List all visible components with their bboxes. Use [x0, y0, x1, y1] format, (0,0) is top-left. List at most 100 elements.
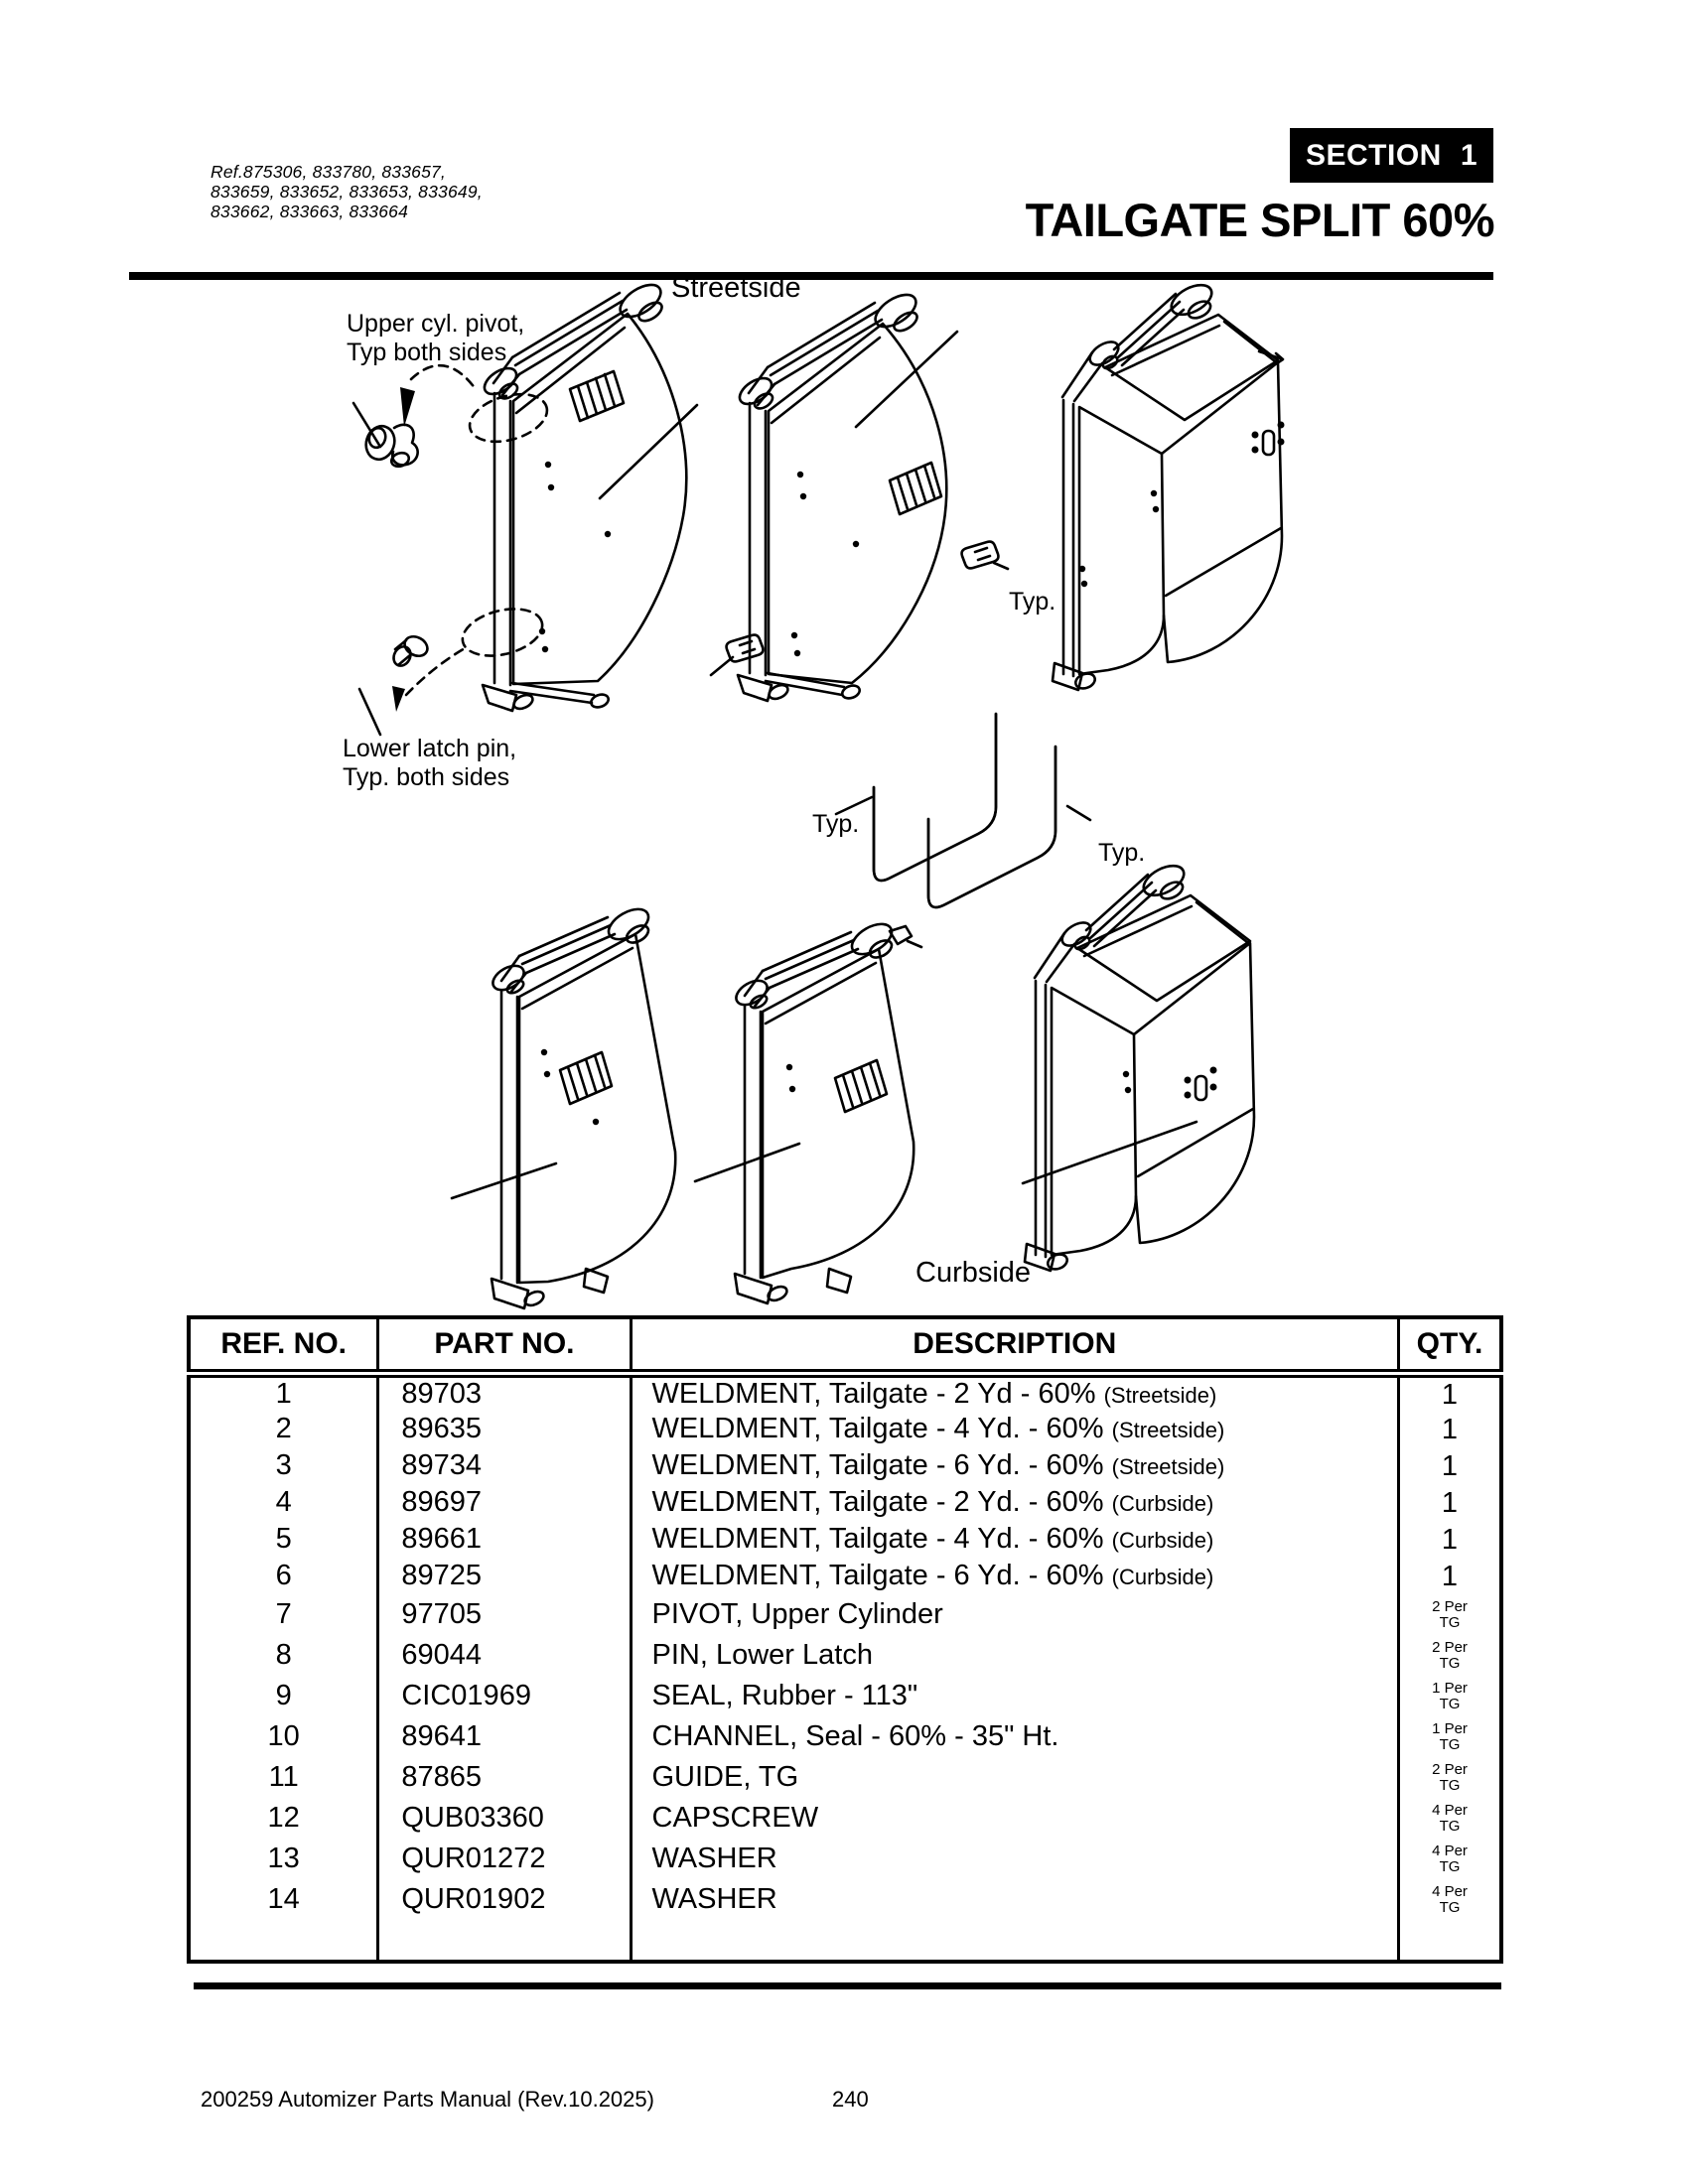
- section-badge-label: SECTION: [1306, 138, 1442, 172]
- ref-no-cell: 4: [189, 1484, 380, 1521]
- description-text: WASHER: [651, 1883, 777, 1915]
- typ-label-3: Typ.: [1098, 839, 1146, 867]
- part-no-cell: 89635: [377, 1411, 633, 1447]
- description-side-note: (Streetside): [1111, 1454, 1225, 1479]
- ref-no-cell: 14: [189, 1879, 380, 1920]
- parts-table-header-row: REF. NO. PART NO. DESCRIPTION QTY.: [189, 1317, 1501, 1378]
- description-text: CAPSCREW: [651, 1802, 819, 1834]
- ref-no-cell: 5: [189, 1521, 380, 1558]
- ref-no-cell: 13: [189, 1839, 380, 1879]
- section-badge: SECTION 1: [1290, 128, 1493, 183]
- part-no-cell: 89703: [377, 1373, 633, 1411]
- section-badge-number: 1: [1460, 138, 1477, 172]
- header-part-no: PART NO.: [377, 1317, 633, 1378]
- upper-pivot-detail: [352, 363, 549, 469]
- latch-clip-left: [709, 633, 765, 677]
- ref-no-cell: 9: [189, 1676, 380, 1716]
- part-no-cell: 69044: [377, 1635, 633, 1676]
- description-text: WELDMENT, Tailgate - 6 Yd. - 60%: [651, 1449, 1104, 1481]
- lower-latch-note-line1: Lower latch pin,: [343, 735, 517, 762]
- table-bottom-rule: [194, 1982, 1501, 1989]
- description-text: WELDMENT, Tailgate - 2 Yd - 60%: [651, 1378, 1096, 1410]
- upper-pivot-note: Upper cyl. pivot, Typ both sides: [347, 310, 524, 367]
- upper-pivot-note-line2: Typ both sides: [347, 339, 507, 366]
- description-text: GUIDE, TG: [651, 1761, 799, 1793]
- qty-line1: 1: [1441, 1486, 1459, 1519]
- ref-no-cell: 6: [189, 1558, 380, 1594]
- qty-line1: 2 Per: [1432, 1638, 1468, 1656]
- qty-cell: 1: [1399, 1374, 1502, 1412]
- tailgate-6yd-streetside-drawing: [1051, 283, 1285, 692]
- qty-line2: TG: [1439, 1654, 1461, 1672]
- part-no-cell: 89641: [377, 1716, 633, 1757]
- description-text: WELDMENT, Tailgate - 4 Yd. - 60%: [651, 1523, 1104, 1555]
- qty-cell: 1: [1399, 1447, 1502, 1484]
- description-side-note: (Streetside): [1111, 1418, 1225, 1442]
- parts-table-row: 4 89697 WELDMENT, Tailgate - 2 Yd. - 60%…: [189, 1484, 1501, 1521]
- qty-cell: 1: [1399, 1411, 1502, 1447]
- hole-pattern-curbside: [1184, 1066, 1217, 1102]
- part-no-cell: QUR01902: [377, 1879, 633, 1920]
- part-no-cell: QUR01272: [377, 1839, 633, 1879]
- parts-table-row: 6 89725 WELDMENT, Tailgate - 6 Yd. - 60%…: [189, 1558, 1501, 1594]
- qty-line1: 1: [1441, 1378, 1459, 1411]
- description-text: CHANNEL, Seal - 60% - 35" Ht.: [651, 1720, 1059, 1752]
- header-rule: [129, 272, 1493, 280]
- qty-line2: TG: [1439, 1613, 1461, 1631]
- ref-no-cell: 8: [189, 1635, 380, 1676]
- part-no-cell: QUB03360: [377, 1798, 633, 1839]
- description-side-note: (Curbside): [1111, 1528, 1214, 1553]
- hole-pattern: [1251, 421, 1285, 457]
- ref-no-cell: [189, 1920, 380, 1962]
- parts-table-row: 5 89661 WELDMENT, Tailgate - 4 Yd. - 60%…: [189, 1521, 1501, 1558]
- qty-line2: TG: [1439, 1857, 1461, 1875]
- part-no-cell: 97705: [377, 1594, 633, 1635]
- lower-latch-note-line2: Typ. both sides: [343, 763, 510, 791]
- qty-cell: [1399, 1920, 1502, 1962]
- qty-line1: 4 Per: [1432, 1842, 1468, 1859]
- ref-no-cell: 10: [189, 1716, 380, 1757]
- reference-numbers-note: Ref.875306, 833780, 833657, 833659, 8336…: [211, 162, 483, 221]
- curbside-label: Curbside: [915, 1257, 1032, 1289]
- tailgate-6yd-curbside-drawing: [1021, 864, 1256, 1273]
- header-ref-no: REF. NO.: [189, 1317, 380, 1378]
- description-text: WELDMENT, Tailgate - 4 Yd. - 60%: [651, 1413, 1104, 1444]
- qty-cell: 1: [1399, 1558, 1502, 1594]
- part-no-cell: 89661: [377, 1521, 633, 1558]
- ref-no-cell: 2: [189, 1411, 380, 1447]
- qty-cell: 1: [1399, 1484, 1502, 1521]
- description-text: PIN, Lower Latch: [651, 1639, 873, 1671]
- qty-line1: 1 Per: [1432, 1679, 1468, 1697]
- tailgate-4yd-curbside-drawing: [693, 922, 923, 1305]
- ref-line-3: 833662, 833663, 833664: [211, 202, 409, 221]
- streetside-label: Streetside: [671, 272, 801, 304]
- qty-line1: 1: [1441, 1560, 1459, 1592]
- part-no-cell: [377, 1920, 633, 1962]
- description-text: WASHER: [651, 1843, 777, 1874]
- description-text: WELDMENT, Tailgate - 6 Yd. - 60%: [651, 1560, 1104, 1591]
- ref-line-1: Ref.875306, 833780, 833657,: [211, 162, 446, 182]
- qty-line1: 4 Per: [1432, 1882, 1468, 1900]
- qty-line1: 1: [1441, 1449, 1459, 1482]
- parts-table-row: 1 89703 WELDMENT, Tailgate - 2 Yd - 60% …: [189, 1373, 1502, 1412]
- qty-line1: 4 Per: [1432, 1801, 1468, 1819]
- ref-no-cell: 11: [189, 1757, 380, 1798]
- part-no-cell: 87865: [377, 1757, 633, 1798]
- qty-line2: TG: [1439, 1735, 1461, 1753]
- tailgate-4yd-streetside-drawing: [709, 293, 1010, 703]
- typ-label-1: Typ.: [1009, 588, 1056, 615]
- part-no-cell: 89725: [377, 1558, 633, 1594]
- qty-line1: 2 Per: [1432, 1760, 1468, 1778]
